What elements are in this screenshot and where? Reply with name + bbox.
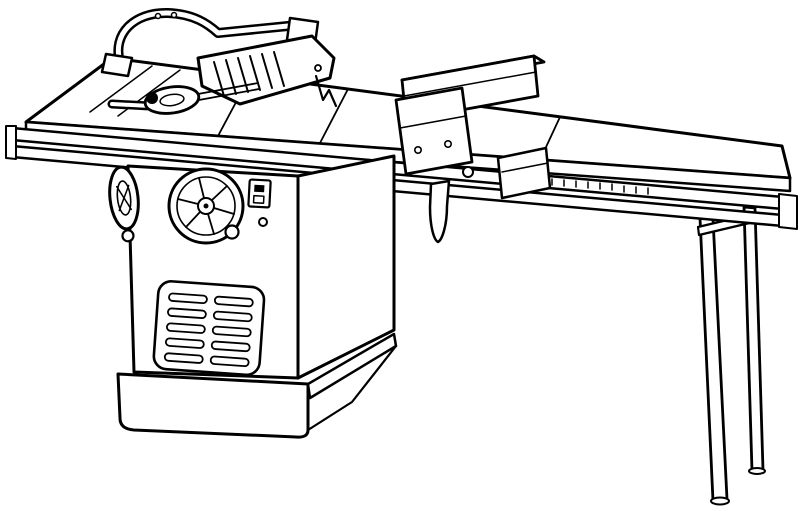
power-switch [247, 178, 272, 209]
fence-clamp-head [394, 86, 474, 176]
fence-rails [5, 125, 798, 230]
base [116, 332, 398, 439]
fence-lock-handle [428, 179, 451, 244]
tilt-handwheel [108, 165, 140, 243]
height-handwheel [167, 167, 245, 245]
miter-gauge [107, 82, 260, 115]
fence-rail-glide [496, 146, 552, 200]
anti-kickback-pawl [314, 74, 338, 108]
crank-knob [224, 224, 240, 240]
support-legs [696, 205, 766, 506]
cabinet [108, 154, 398, 439]
vent-panel [152, 280, 266, 377]
rip-fence [394, 54, 552, 244]
rail-scale-marks [551, 178, 649, 195]
